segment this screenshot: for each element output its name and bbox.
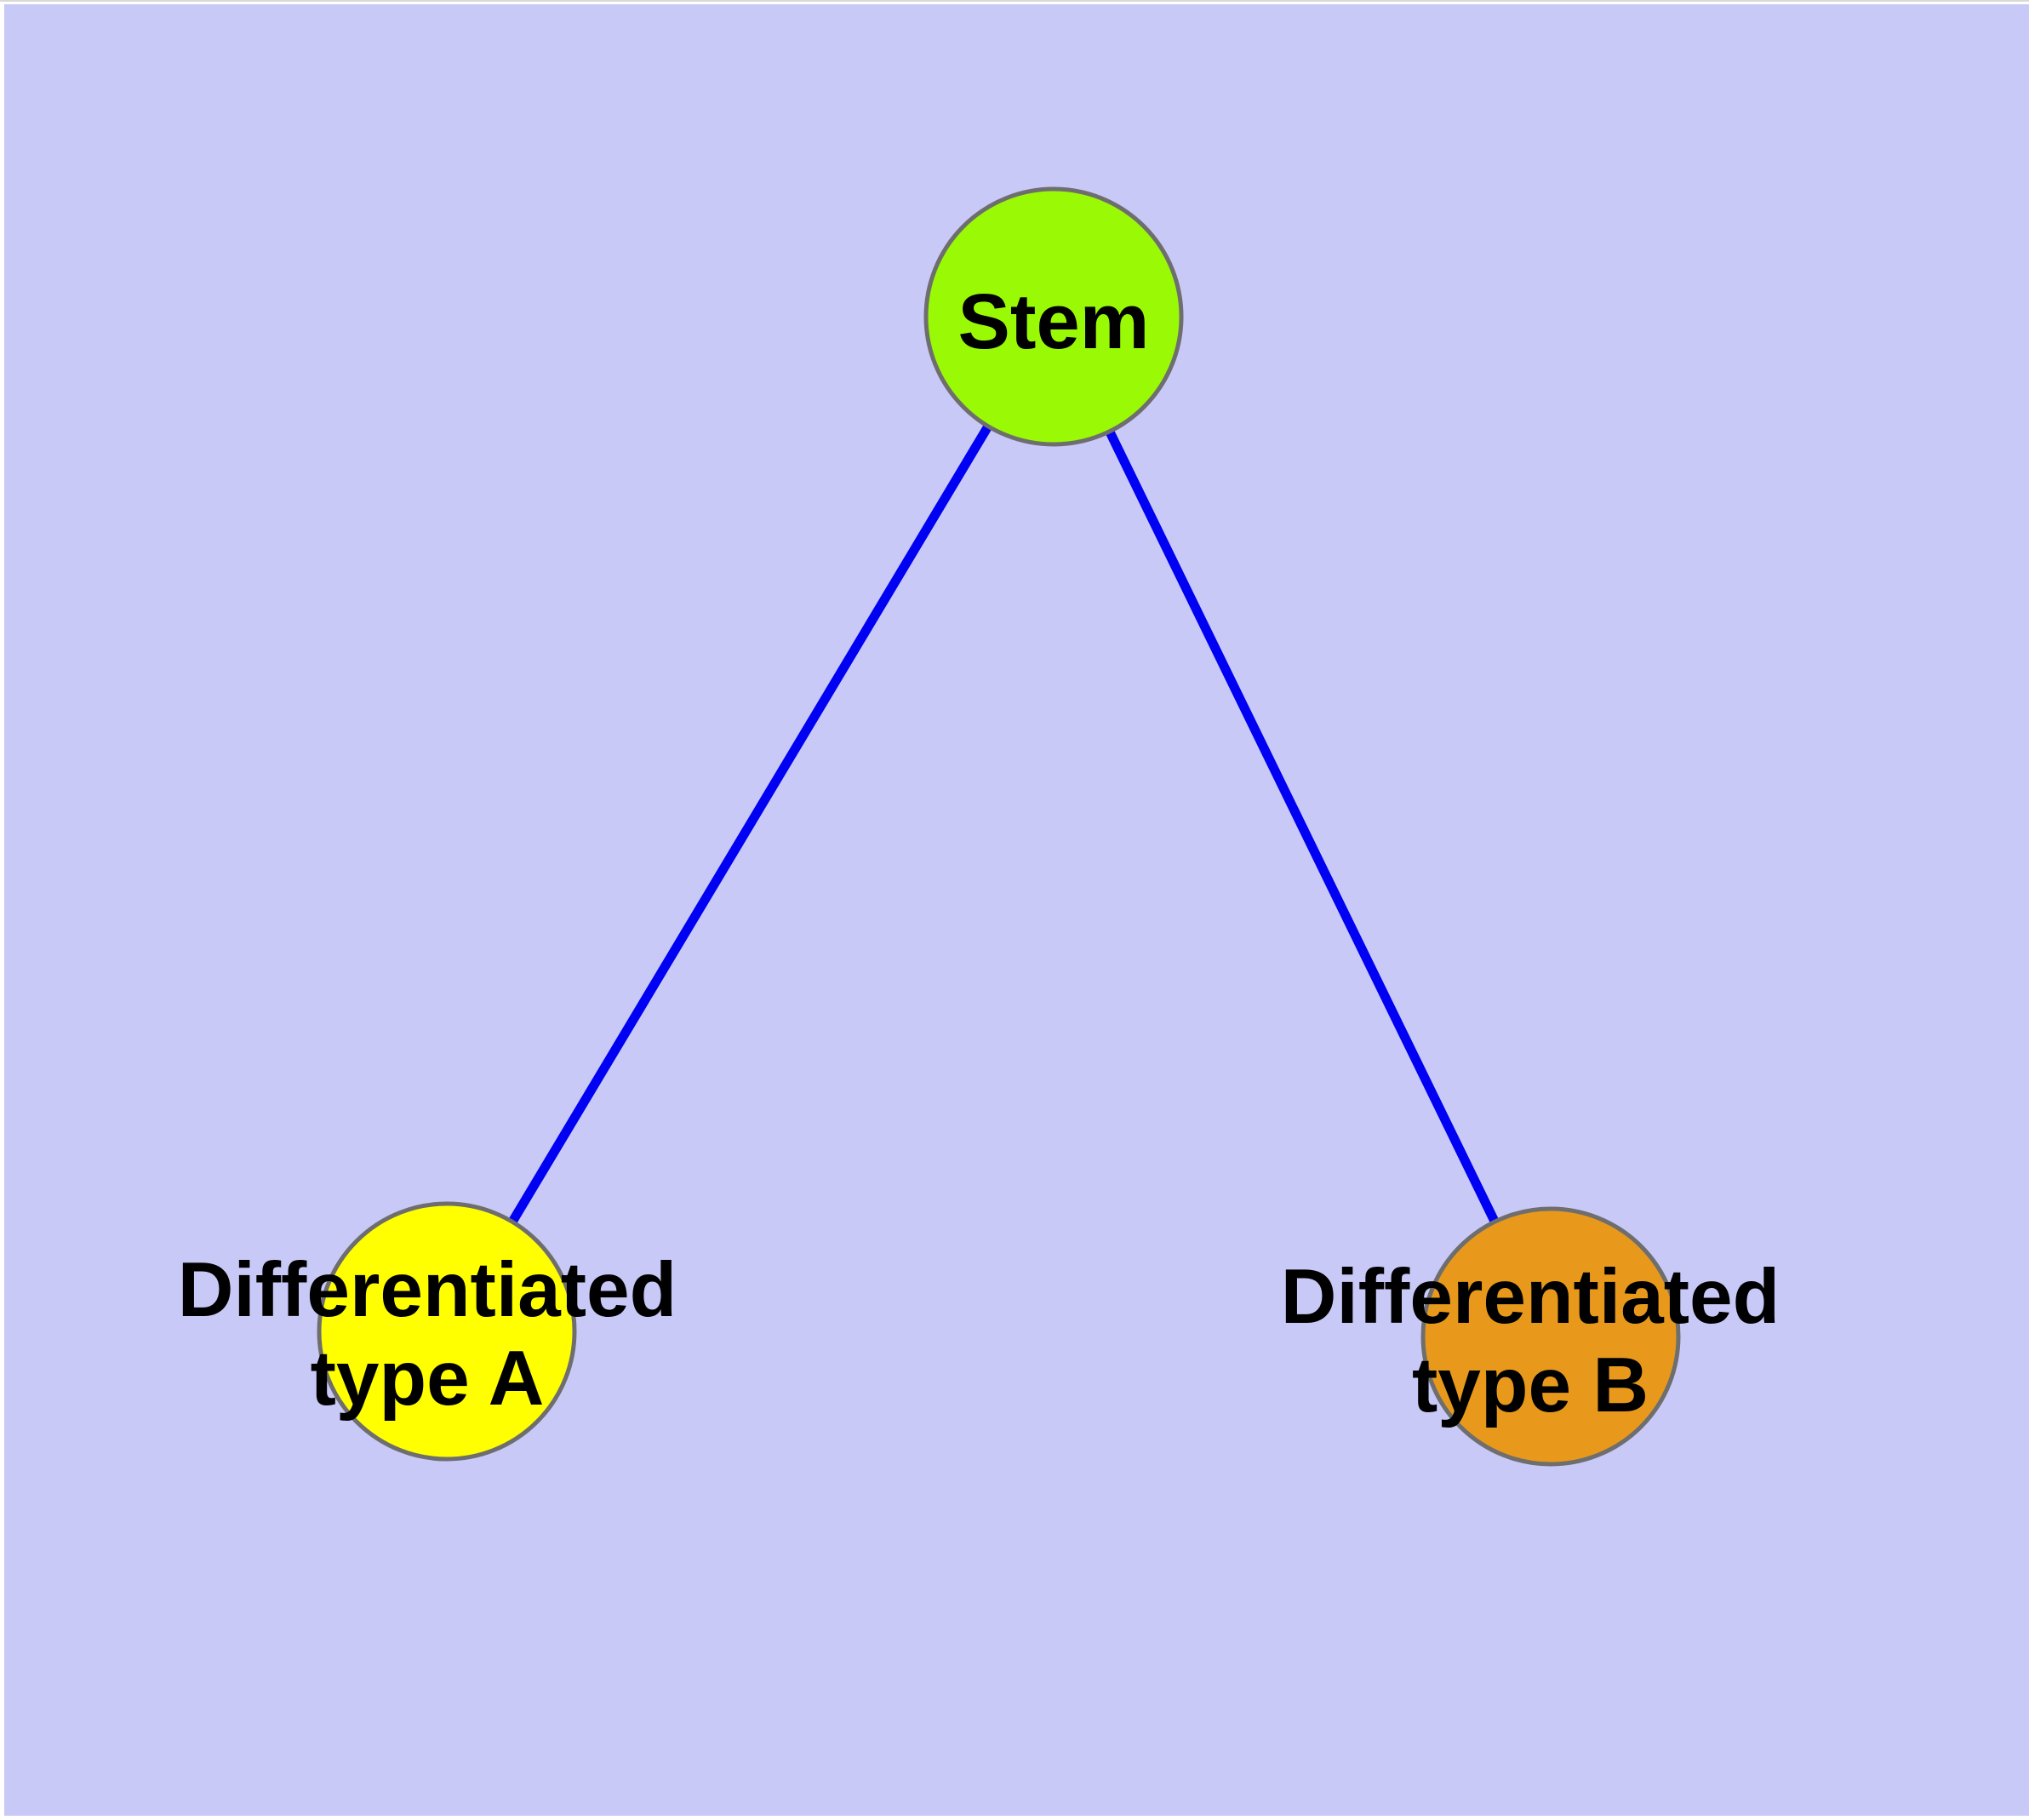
node-stem xyxy=(923,186,1184,447)
node-label-type-a-line2: type A xyxy=(311,1336,545,1422)
node-label-type-a-line1: Differentiated xyxy=(178,1247,677,1333)
node-label-type-b-line1: Differentiated xyxy=(1281,1254,1780,1340)
node-label-type-b-line2: type B xyxy=(1412,1342,1649,1428)
window-top-border xyxy=(0,0,2029,2)
node-type-b xyxy=(1420,1206,1681,1467)
edge-stem-to-type-b xyxy=(1049,314,1555,1339)
edge-stem-to-type-a xyxy=(443,314,1058,1334)
node-label-stem: Stem xyxy=(958,278,1150,365)
node-type-a xyxy=(317,1201,577,1462)
